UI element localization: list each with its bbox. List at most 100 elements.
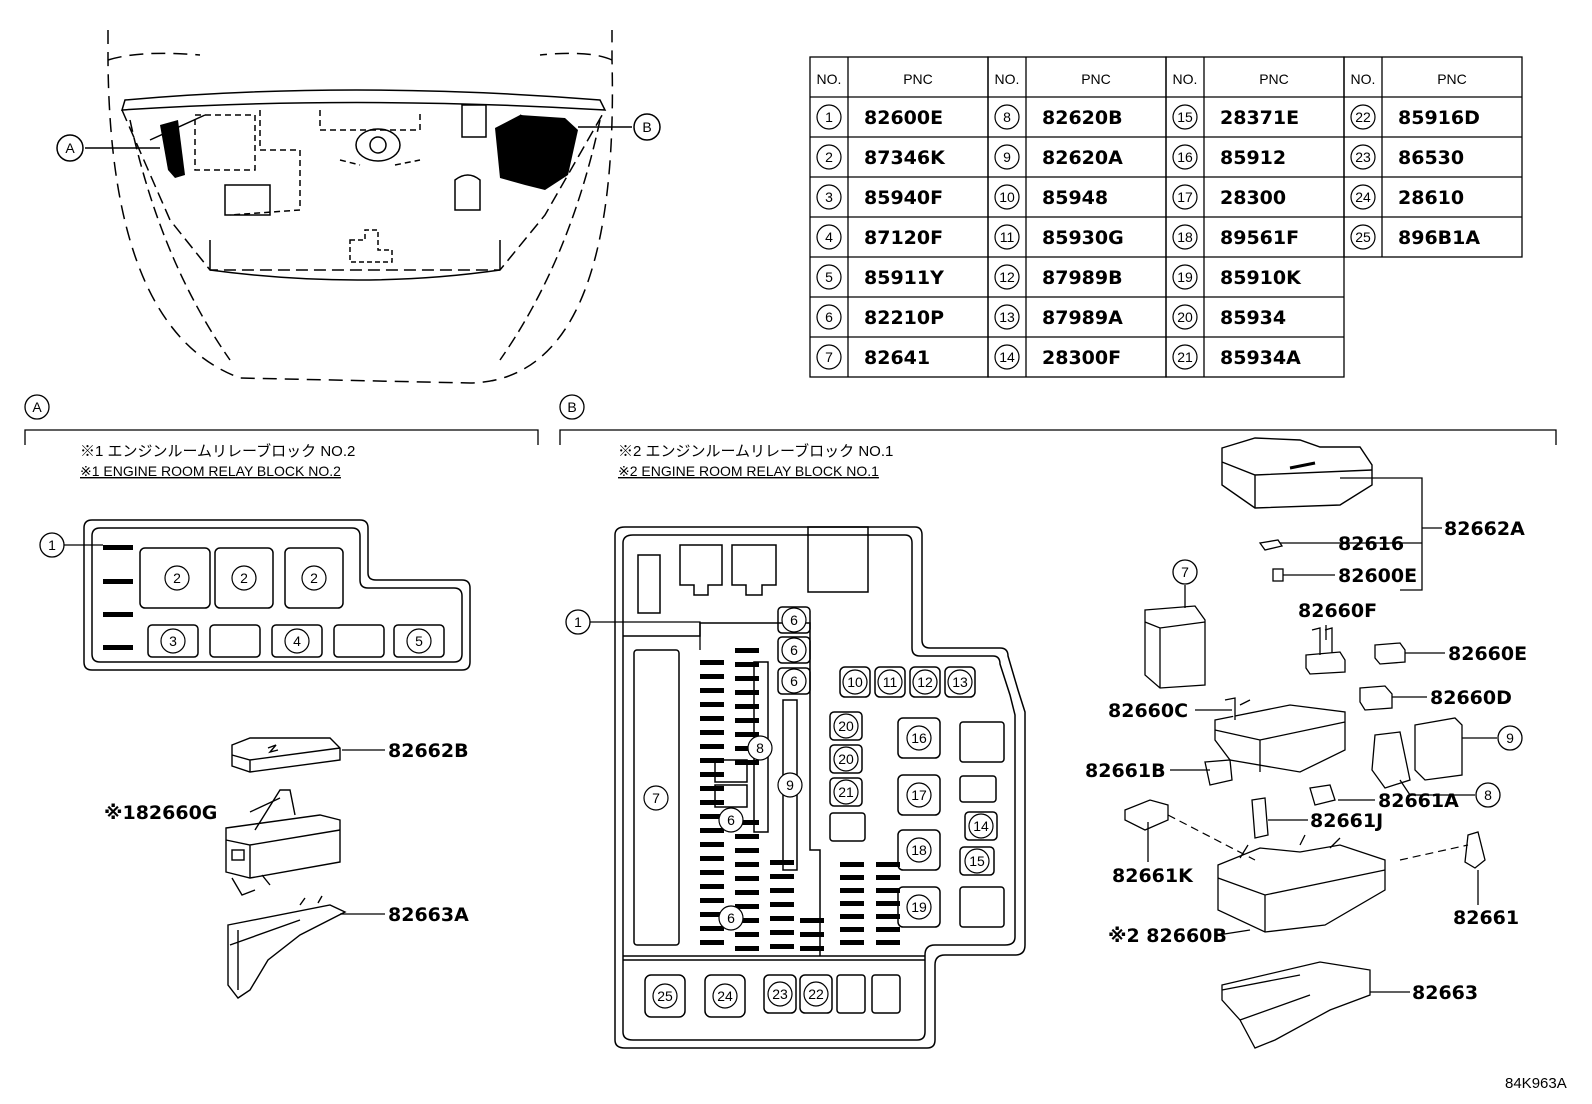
table-row-pnc: 87989B	[1042, 267, 1123, 289]
engine-bay-overview	[107, 30, 614, 384]
fuse-bar	[700, 744, 724, 749]
callout-a-2b	[231, 565, 257, 591]
callout-b-6	[718, 807, 744, 833]
callout-a-4	[284, 628, 310, 654]
relay-block-a-layout	[83, 519, 471, 671]
fuse-bar	[770, 874, 794, 879]
table-row-no-circle	[994, 184, 1020, 210]
table-row-no-circle	[994, 224, 1020, 250]
table-row-no: 2	[825, 149, 833, 165]
fuse-bar	[700, 716, 724, 721]
table-row-no: 19	[1177, 269, 1193, 285]
callout-b-20-label: 20	[838, 718, 854, 734]
table-row-no: 14	[999, 349, 1015, 365]
svg-text:5: 5	[415, 633, 423, 649]
fuse-bar	[700, 940, 724, 945]
fuse-bar	[700, 828, 724, 833]
table-row-no-circle	[816, 224, 842, 250]
section-b-title-jp: ※2 エンジンルームリレーブロック NO.1	[618, 442, 893, 460]
fuse-bar	[735, 890, 759, 895]
callout-b-14	[968, 813, 994, 839]
fuse-bar	[700, 856, 724, 861]
table-row-no: 12	[999, 269, 1015, 285]
fuse-bar	[735, 918, 759, 923]
table-row-no: 13	[999, 309, 1015, 325]
callout-a-2	[164, 565, 190, 591]
callout-b-13-label: 13	[952, 674, 968, 690]
fuse-bar	[700, 730, 724, 735]
fuse-bar	[735, 876, 759, 881]
table-row-pnc: 82641	[864, 347, 930, 369]
callout-b-12-label: 12	[917, 674, 933, 690]
callout-b-6-label: 6	[727, 812, 735, 828]
fuse-bar	[876, 914, 900, 919]
fuse-bar	[700, 702, 724, 707]
fuse-bar	[735, 946, 759, 951]
table-row-no-circle	[816, 264, 842, 290]
table-row-no-circle	[816, 104, 842, 130]
callout-b-18	[906, 837, 932, 863]
table-header-pnc: PNC	[1081, 71, 1111, 87]
fuse-bar	[735, 848, 759, 853]
fuse-bar	[700, 772, 724, 777]
callout-b-8-exploded: 8	[1399, 779, 1501, 808]
callout-b-6	[781, 607, 807, 633]
table-row-no: 11	[1000, 229, 1015, 245]
table-row-pnc: 87346K	[864, 147, 946, 169]
table-header-pnc: PNC	[903, 71, 933, 87]
fuse-bar	[840, 914, 864, 919]
fuse-bar	[735, 648, 759, 653]
table-row-no-circle	[1350, 224, 1376, 250]
table-row-no: 16	[1177, 149, 1193, 165]
table-row-pnc: 85916D	[1398, 107, 1480, 129]
callout-b-24-label: 24	[717, 988, 733, 1004]
table-row-pnc: 28300	[1220, 187, 1286, 209]
table-row-pnc: 86530	[1398, 147, 1464, 169]
table-row-no: 15	[1177, 109, 1193, 125]
callout-b-23-label: 23	[772, 986, 788, 1002]
callout-b-15	[964, 848, 990, 874]
svg-text:3: 3	[169, 633, 177, 649]
label-82600e: 82600E	[1338, 565, 1417, 587]
table-row-no-circle	[1172, 264, 1198, 290]
fuse-bar	[700, 842, 724, 847]
section-a-title-en: ※1 ENGINE ROOM RELAY BLOCK NO.2	[80, 463, 341, 479]
callout-b-1: 1	[565, 609, 701, 650]
fuse-bar	[840, 862, 864, 867]
section-a-title-jp: ※1 エンジンルームリレーブロック NO.2	[80, 442, 355, 460]
callout-b-22	[803, 981, 829, 1007]
callout-b-25	[652, 983, 678, 1009]
svg-text:2: 2	[310, 570, 318, 586]
relay-block-a-fuses	[103, 545, 133, 650]
table-row-no-circle	[1172, 144, 1198, 170]
table-row-no-circle	[1172, 224, 1198, 250]
callout-b-9-exploded: 9	[1462, 725, 1523, 751]
table-row-pnc: 85934	[1220, 307, 1286, 329]
fuse-bar	[700, 814, 724, 819]
callout-b-7-label: 7	[652, 790, 660, 806]
fuse-bar	[700, 688, 724, 693]
svg-text:7: 7	[1181, 564, 1189, 580]
table-row-pnc: 85948	[1042, 187, 1108, 209]
table-row-pnc: 85910K	[1220, 267, 1302, 289]
fuse-bar	[800, 946, 824, 951]
fuse-bar	[800, 932, 824, 937]
table-row-pnc: 85912	[1220, 147, 1286, 169]
table-row-no-circle	[994, 344, 1020, 370]
table-group	[1343, 56, 1523, 258]
table-row-no-circle	[1172, 104, 1198, 130]
callout-b-19	[906, 894, 932, 920]
callout-b-14-label: 14	[973, 818, 989, 834]
table-row-pnc: 896B1A	[1398, 227, 1480, 249]
fuse-bar	[735, 862, 759, 867]
table-row-no: 23	[1355, 149, 1371, 165]
label-82663a: 82663A	[388, 904, 469, 926]
callout-b-10	[842, 669, 868, 695]
table-row-no-circle	[1172, 184, 1198, 210]
table-row-no: 21	[1177, 349, 1193, 365]
table-row-pnc: 82210P	[864, 307, 944, 329]
table-row-pnc: 87120F	[864, 227, 943, 249]
callout-b-6-label: 6	[790, 673, 798, 689]
fuse-bar	[770, 916, 794, 921]
